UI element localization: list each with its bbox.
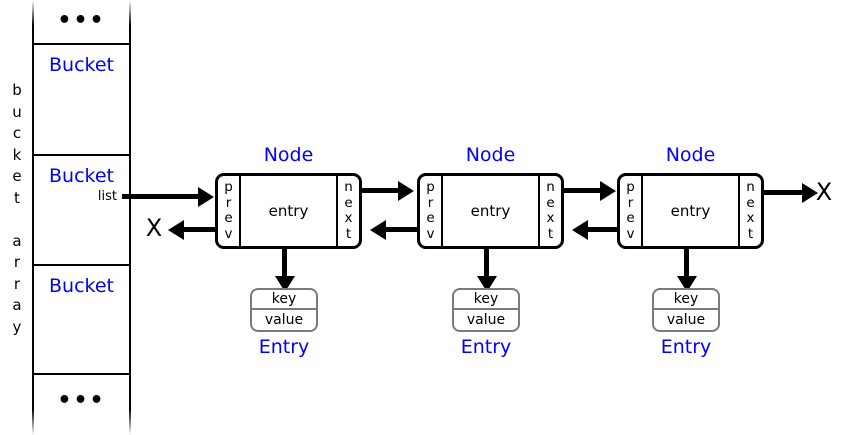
arrow-node1-entry-line: [484, 248, 489, 280]
entry-box-2[interactable]: key value: [652, 288, 720, 332]
array-right-border-top: [129, 0, 131, 46]
entry-title-1: Entry: [460, 336, 512, 358]
arrow-node2-prev-head: [572, 219, 588, 240]
node-title-0: Node: [263, 144, 314, 166]
node-2-entry-field[interactable]: entry: [670, 202, 711, 220]
array-label-char: c: [12, 124, 22, 142]
array-label-gap: [6, 209, 28, 231]
null-marker-tail: X: [815, 178, 833, 206]
array-left-border: [32, 44, 34, 374]
array-label-char: r: [13, 253, 21, 271]
bucket-list-field-label: list: [97, 189, 117, 204]
bucket-cell-1[interactable]: Bucket: [49, 165, 114, 187]
array-left-border-top: [32, 0, 34, 46]
node-box-1[interactable]: p r e v entry n e x t: [417, 173, 564, 249]
arrow-node2-entry-line: [684, 248, 689, 280]
entry-box-0[interactable]: key value: [250, 288, 318, 332]
null-marker-head: X: [145, 214, 163, 242]
node-title-2: Node: [665, 144, 716, 166]
entry-title-0: Entry: [258, 336, 310, 358]
entry-0-key: key: [252, 290, 316, 310]
array-label-char: r: [13, 274, 21, 293]
array-left-border-bottom: [32, 372, 34, 435]
node-0-prev-field[interactable]: p r e v: [218, 176, 241, 246]
array-divider: [32, 264, 131, 266]
arrow-node1-next-line: [564, 188, 602, 193]
array-label-char: a: [12, 231, 22, 250]
arrow-node1-prev-head: [370, 219, 386, 240]
array-label-char: k: [12, 145, 22, 164]
array-label-char: y: [12, 317, 22, 336]
arrow-node2-prev-line: [586, 227, 621, 232]
array-divider: [32, 43, 131, 45]
array-right-border-bottom: [129, 372, 131, 435]
node-2-prev-field[interactable]: p r e v: [620, 176, 643, 246]
arrow-node1-next-head: [600, 180, 616, 201]
arrow-node1-prev-null-head: [168, 219, 184, 240]
node-2-next-field[interactable]: n e x t: [738, 176, 761, 246]
array-label-char: b: [12, 81, 22, 99]
array-bottom-ellipsis: •••: [57, 388, 106, 413]
bucket-array-label: b u c k e t a r r a y: [6, 80, 28, 338]
bucket-cell-2[interactable]: Bucket: [49, 275, 114, 297]
node-title-1: Node: [465, 144, 516, 166]
entry-1-value: value: [466, 312, 506, 328]
node-0-entry-field[interactable]: entry: [268, 202, 309, 220]
entry-box-1[interactable]: key value: [452, 288, 520, 332]
node-box-2[interactable]: p r e v entry n e x t: [617, 173, 764, 249]
array-label-char: e: [12, 167, 22, 185]
node-box-0[interactable]: p r e v entry n e x t: [215, 173, 362, 249]
arrow-list-to-node1-line: [122, 194, 200, 199]
node-0-next-field[interactable]: n e x t: [336, 176, 359, 246]
entry-2-value: value: [666, 312, 706, 328]
arrow-node0-entry-line: [282, 248, 287, 280]
array-divider: [32, 373, 131, 375]
node-1-entry-field[interactable]: entry: [470, 202, 511, 220]
array-divider: [32, 154, 131, 156]
entry-2-key: key: [654, 290, 718, 310]
entry-title-2: Entry: [660, 336, 712, 358]
entry-0-value: value: [264, 312, 304, 328]
node-1-next-field[interactable]: n e x t: [538, 176, 561, 246]
array-label-char: a: [12, 296, 22, 314]
array-right-border: [129, 44, 131, 374]
bucket-cell-0[interactable]: Bucket: [49, 54, 114, 76]
node-1-prev-field[interactable]: p r e v: [420, 176, 443, 246]
arrow-node1-prev-line: [384, 227, 419, 232]
arrow-list-to-node1-head: [198, 186, 214, 207]
arrow-node2-next-null-line: [764, 190, 805, 195]
array-label-char: t: [14, 188, 20, 207]
arrow-node2-next-null-head: [802, 182, 818, 203]
array-top-ellipsis: •••: [57, 8, 106, 33]
arrow-node0-next-line: [362, 188, 400, 193]
entry-1-key: key: [454, 290, 518, 310]
arrow-node1-prev-null-line: [182, 227, 217, 232]
array-label-char: u: [12, 102, 22, 121]
arrow-node0-next-head: [398, 180, 414, 201]
